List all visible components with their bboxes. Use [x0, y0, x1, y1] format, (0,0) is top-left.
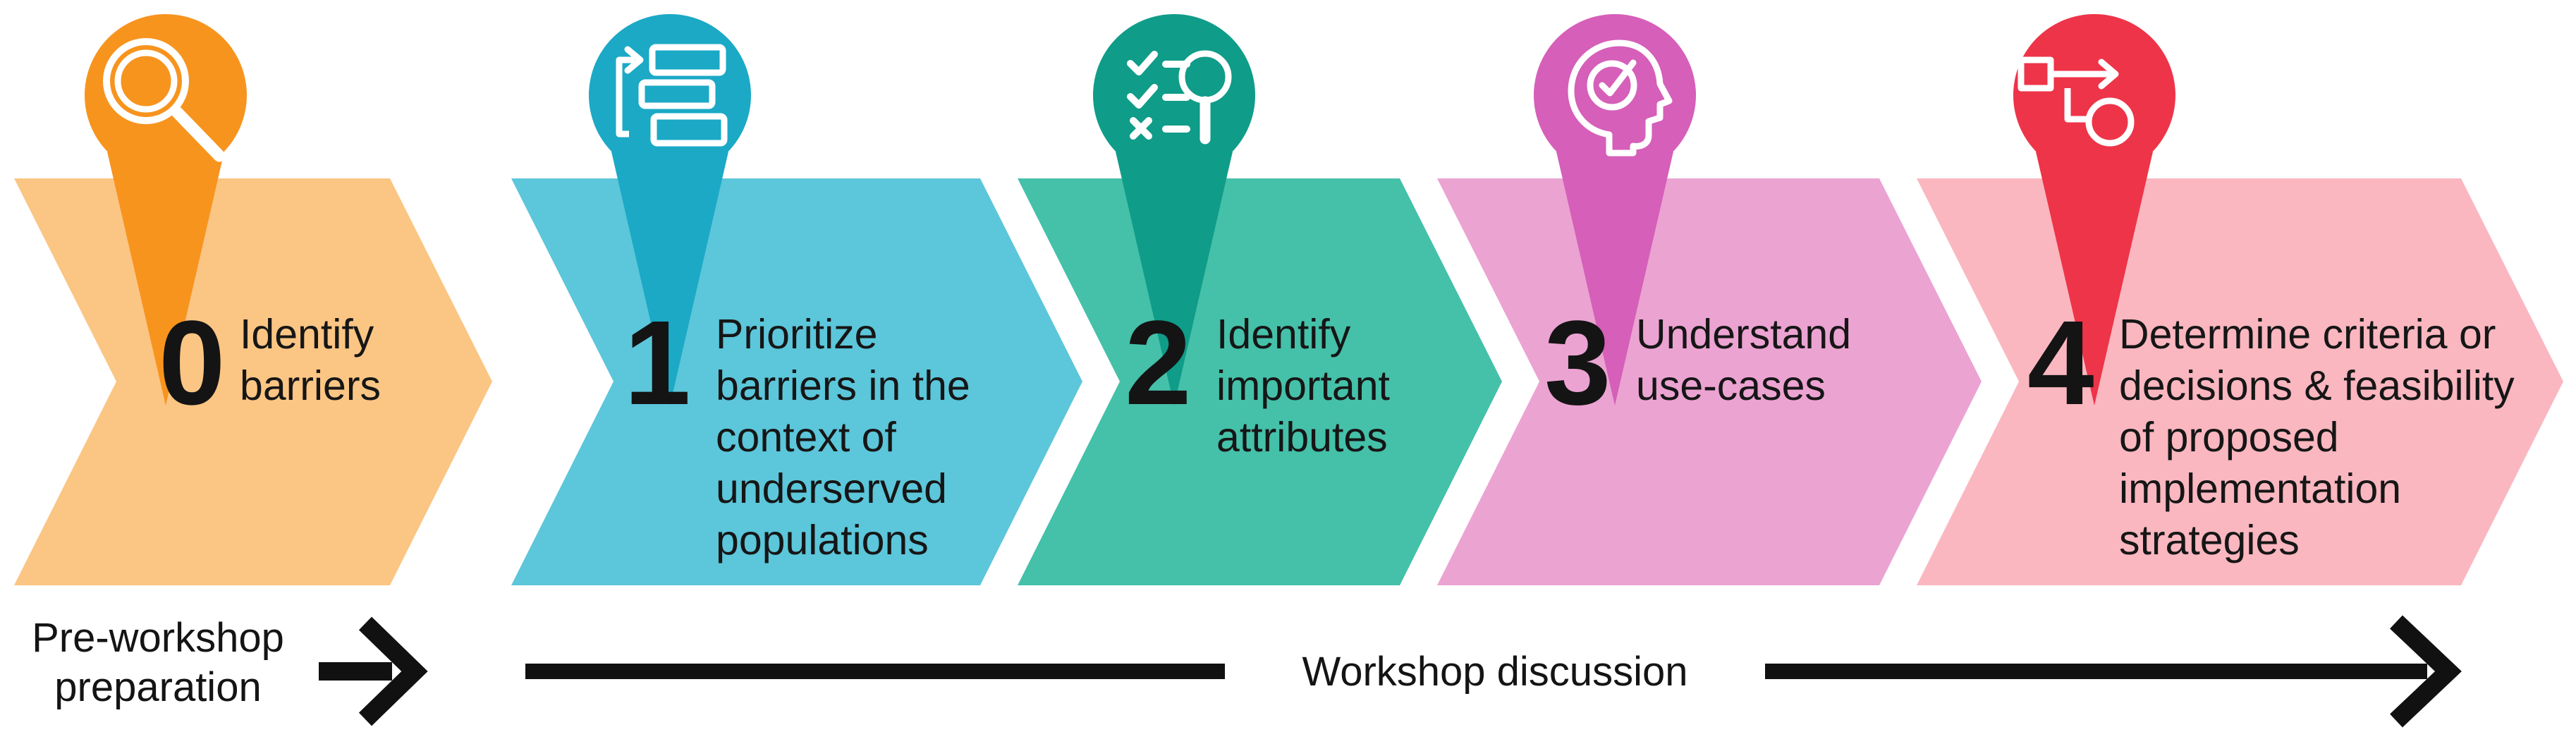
step-number-2: 2: [1125, 296, 1192, 430]
step-number-3: 3: [1544, 296, 1611, 430]
step-label-line: Identify: [240, 311, 374, 358]
magnifier-icon: [103, 38, 226, 162]
step-label-2: Identify important attributes: [1216, 309, 1390, 463]
step-label-line: Understand: [1636, 311, 1852, 358]
step-label-0: Identify barriers: [240, 309, 381, 412]
step-label-4: Determine criteria or decisions & feasib…: [2119, 309, 2515, 566]
step-label-line: implementation: [2119, 465, 2402, 512]
step-label-line: Determine criteria or: [2119, 311, 2496, 358]
step-label-line: use-cases: [1636, 362, 1826, 409]
pin-step-4: [2013, 14, 2175, 405]
chevron-step-3: [1437, 178, 1982, 585]
step-number-4: 4: [2027, 296, 2094, 430]
step-label-line: decisions & feasibility: [2119, 362, 2515, 409]
step-label-line: attributes: [1216, 414, 1388, 460]
step-label-line: context of: [716, 414, 896, 460]
step-label-line: populations: [716, 517, 929, 563]
pre-workshop-arrowhead-icon: [358, 616, 428, 726]
step-number-0: 0: [159, 296, 226, 430]
step-number-1: 1: [624, 296, 691, 430]
checklist-magnifier-icon: [1127, 50, 1232, 145]
step-label-1: Prioritize barriers in the context of un…: [716, 309, 970, 566]
pre-workshop-label-line: Pre-workshop: [32, 615, 284, 661]
step-label-line: of proposed: [2119, 414, 2339, 460]
chevron-step-2: [1018, 178, 1502, 585]
pre-workshop-label-line: preparation: [54, 664, 262, 710]
pin-step-3: [1534, 14, 1696, 405]
step-label-line: Identify: [1216, 311, 1351, 358]
workshop-discussion-label: Workshop discussion: [1302, 649, 1688, 695]
step-label-line: Prioritize: [716, 311, 878, 358]
step-label-line: barriers: [240, 362, 381, 409]
head-check-icon: [1568, 39, 1673, 157]
timeline-arrows: [319, 615, 2462, 728]
decision-flow-icon: [2018, 56, 2135, 147]
workshop-arrowhead-icon: [2390, 615, 2462, 728]
step-label-line: underserved: [716, 465, 947, 512]
step-label-line: strategies: [2119, 517, 2300, 563]
chevron-step-0: [14, 178, 492, 585]
step-label-3: Understand use-cases: [1636, 309, 1851, 412]
pre-workshop-label: Pre-workshop preparation: [6, 614, 310, 712]
prioritize-stack-icon: [616, 44, 728, 147]
step-label-line: barriers in the: [716, 362, 970, 409]
step-label-line: important: [1216, 362, 1390, 409]
